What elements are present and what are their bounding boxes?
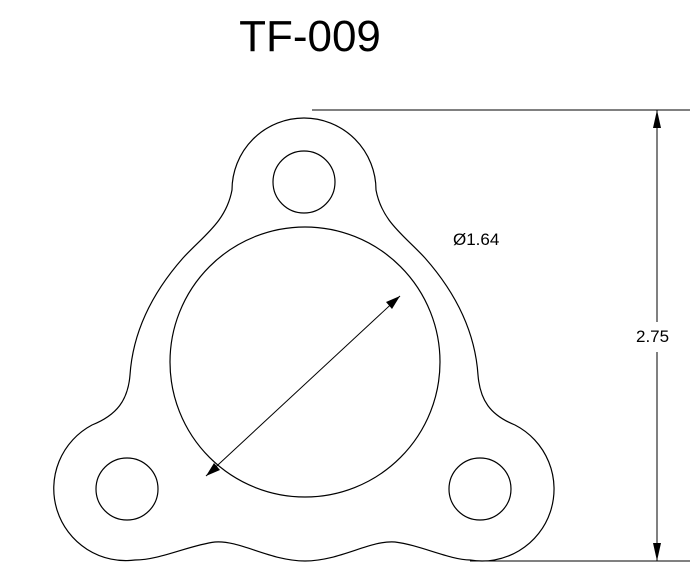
- diameter-label: Ø1.64: [453, 230, 500, 249]
- gasket-outline: [53, 117, 555, 562]
- bolt-hole-bottom-right: [448, 457, 512, 521]
- height-label: 2.75: [636, 327, 670, 347]
- height-arrow-bottom: [653, 543, 661, 561]
- diameter-arrow-bottom: [206, 463, 220, 476]
- bolt-hole-bottom-left: [95, 457, 159, 521]
- height-arrow-top: [653, 110, 661, 128]
- diameter-arrow-top: [386, 296, 400, 309]
- part-title: TF-009: [239, 12, 381, 61]
- bolt-hole-top: [272, 150, 336, 214]
- center-bore: [169, 226, 441, 498]
- diameter-dimension-line: [205, 295, 401, 477]
